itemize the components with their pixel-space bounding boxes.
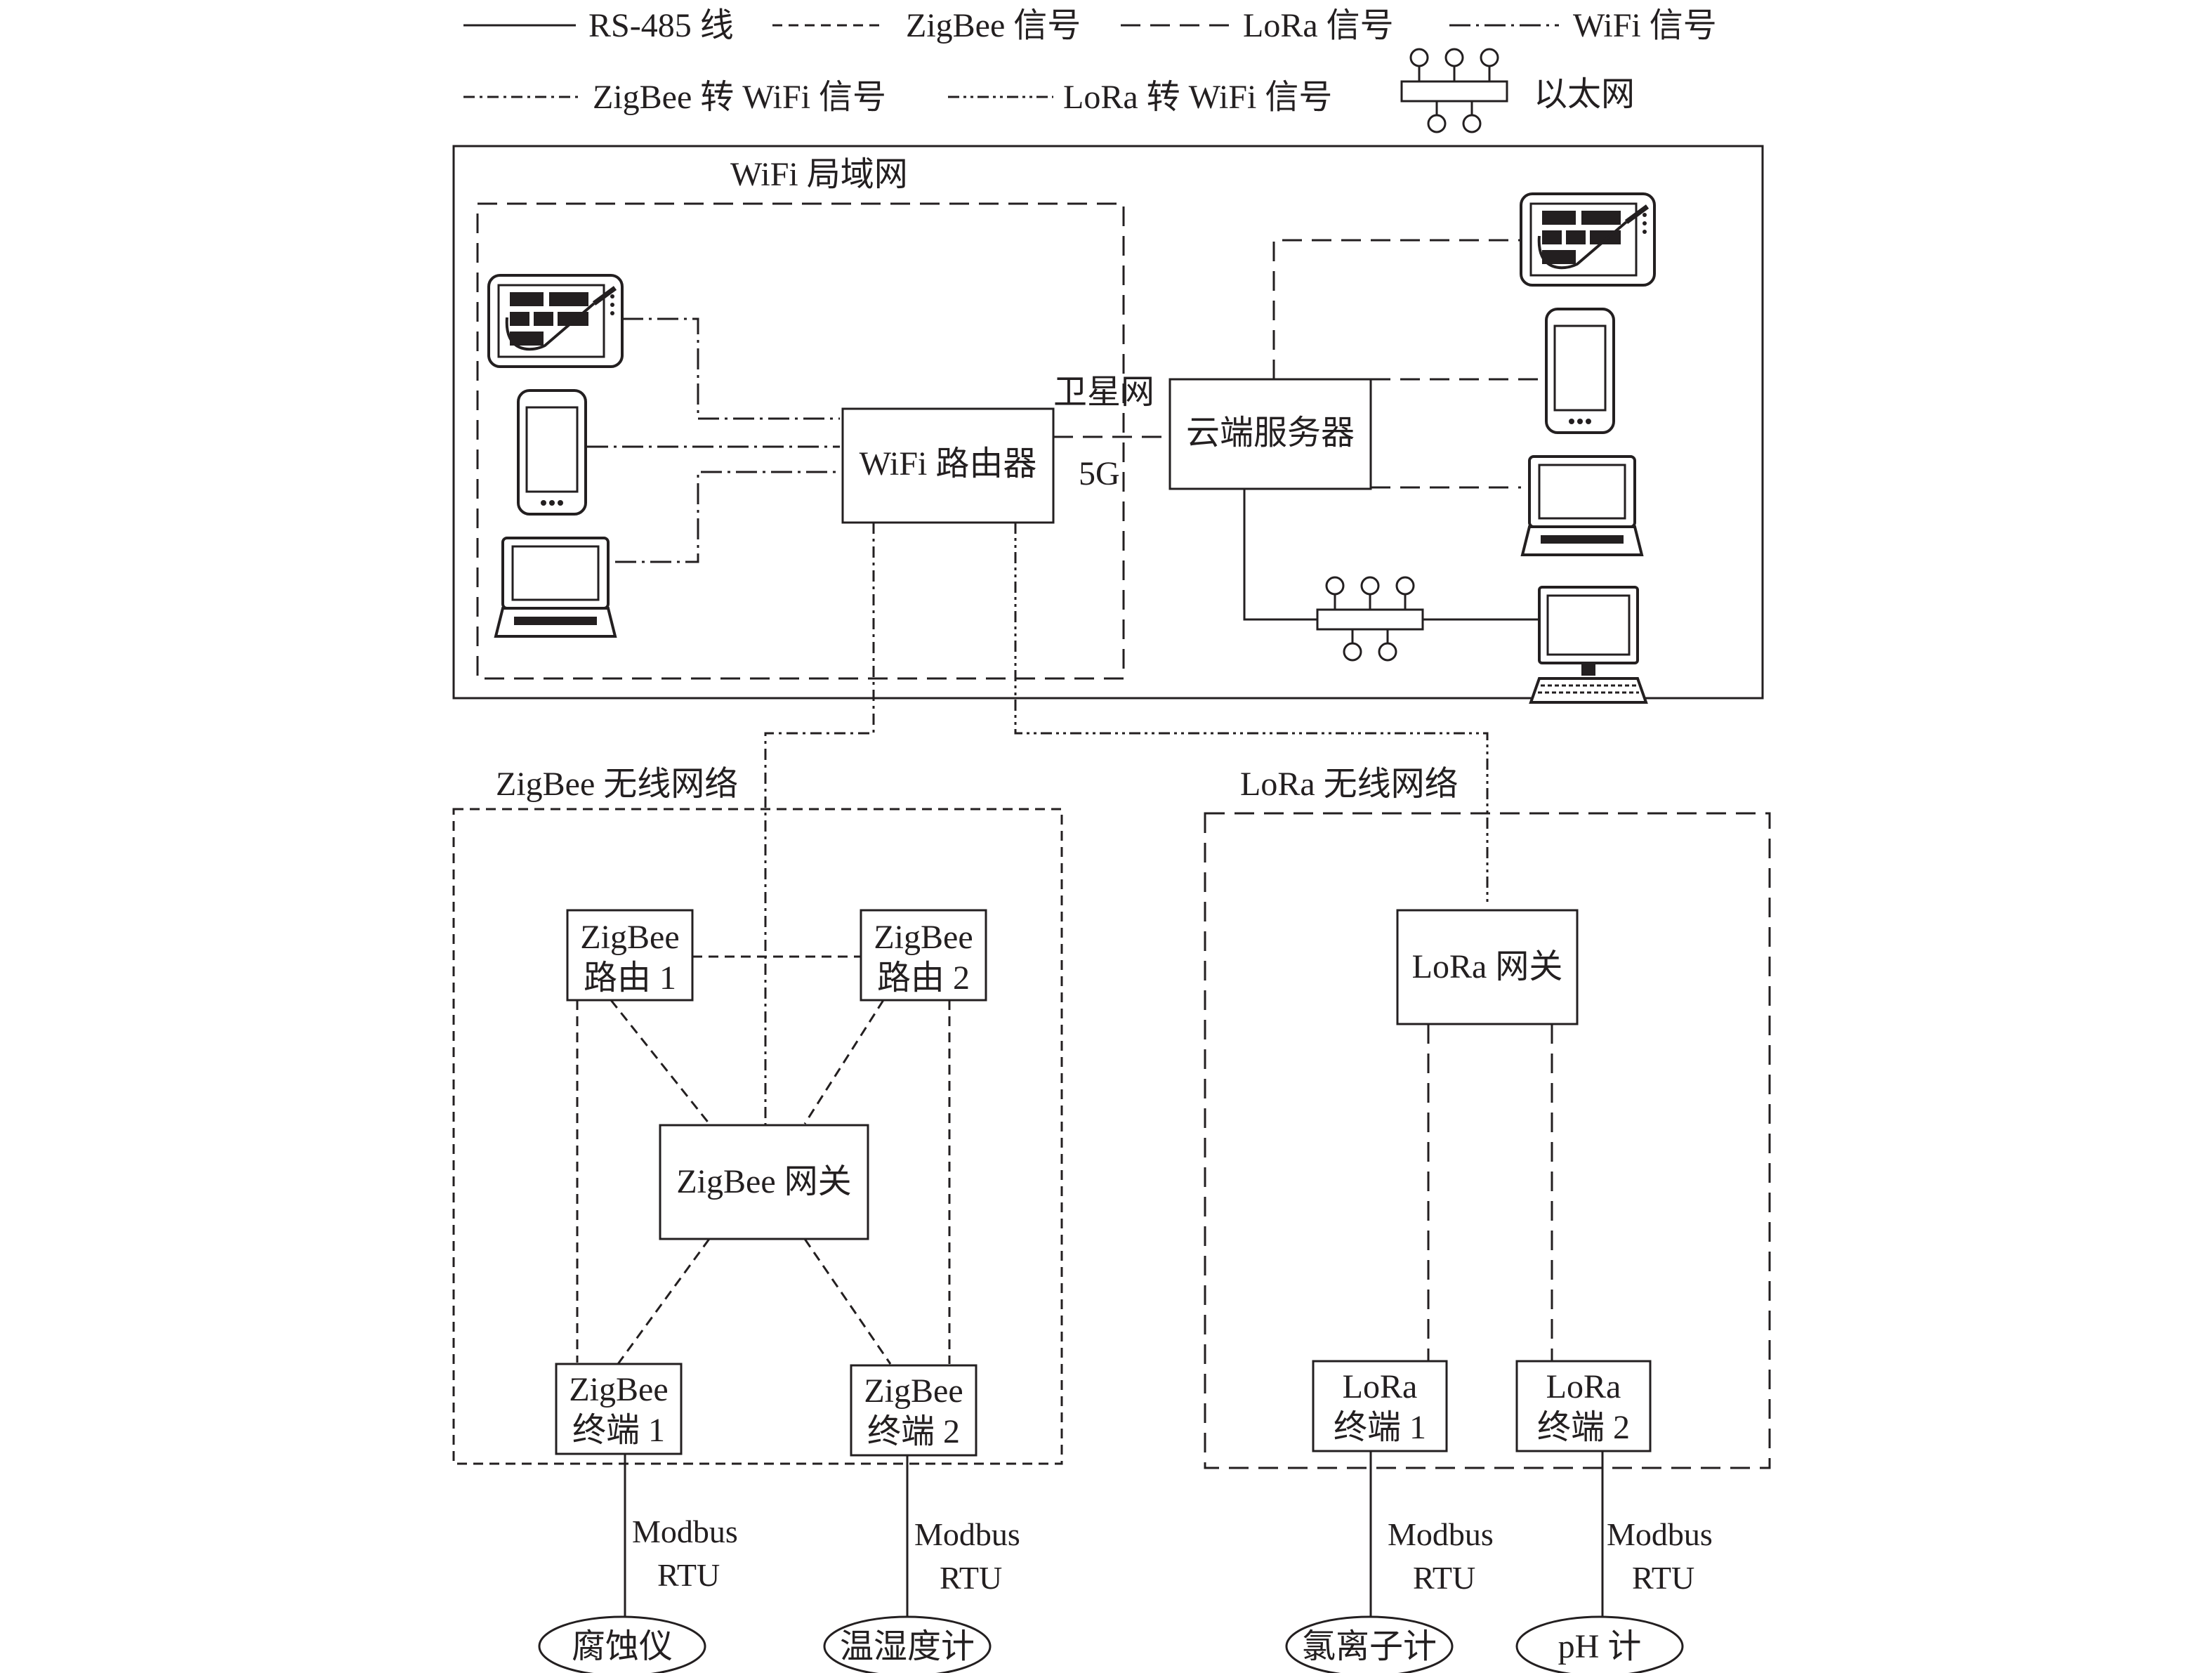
- lora-gateway-label: LoRa 网关: [1412, 948, 1563, 985]
- lora-terminal-2: [1515, 1360, 1652, 1452]
- modbus-label-1-line2: RTU: [657, 1557, 720, 1593]
- zigbee-to-wifi-link: [764, 523, 875, 1127]
- zigbee-router-2: [860, 909, 987, 1002]
- laptop-icon-right: [1521, 455, 1643, 556]
- modbus-label-1-line1: Modbus: [632, 1514, 738, 1549]
- sensor-temp-humidity-label: 温湿度计: [840, 1628, 975, 1665]
- zigbee-router-2-line2: 路由 2: [877, 959, 970, 997]
- smartphone-icon: [517, 389, 587, 516]
- modbus-label-4-line2: RTU: [1632, 1560, 1694, 1596]
- modbus-label-2-line1: Modbus: [914, 1516, 1020, 1552]
- laptop-icon: [494, 537, 617, 638]
- sensor-chloride-label: 氯离子计: [1302, 1628, 1437, 1665]
- zigbee-terminal-2-line1: ZigBee: [864, 1372, 963, 1410]
- modbus-label-4-line1: Modbus: [1607, 1516, 1713, 1552]
- legend: RS-485 线 ZigBee 信号 LoRa 信号 WiFi 信号 ZigBe…: [463, 7, 1717, 133]
- legend-rs485-label: RS-485 线: [588, 7, 734, 44]
- sensor-temp-humidity: [823, 1615, 992, 1673]
- ethernet-link-server: [1243, 489, 1317, 621]
- wifi-link-tablet: [622, 317, 840, 420]
- smartphone-icon-right: [1545, 308, 1615, 434]
- modbus-label-2-line2: RTU: [940, 1560, 1002, 1596]
- lora-network-boundary: [1204, 812, 1771, 1469]
- zigbee-router-1: [566, 909, 694, 1002]
- modbus-label-3-line2: RTU: [1413, 1560, 1475, 1596]
- sensor-corrosion-label: 腐蚀仪: [572, 1628, 673, 1665]
- lora-terminal-1: [1312, 1360, 1448, 1452]
- zigbee-gateway: [659, 1124, 869, 1240]
- desktop-monitor-icon: [1529, 586, 1647, 704]
- legend-zigbee-label: ZigBee 信号: [906, 7, 1081, 44]
- zigbee-terminal-2: [850, 1364, 977, 1457]
- sensor-ph: [1515, 1615, 1684, 1673]
- zigbee-gateway-terminal2-link: [803, 1238, 892, 1365]
- zigbee-terminal-2-line2: 终端 2: [867, 1413, 960, 1450]
- lora-terminal-1-line2: 终端 1: [1334, 1409, 1426, 1446]
- zigbee-terminal-1-line1: ZigBee: [569, 1371, 668, 1408]
- cloud-server-label: 云端服务器: [1186, 414, 1355, 452]
- lora-to-wifi-link: [1014, 523, 1489, 906]
- system-frame: [452, 145, 1764, 700]
- sensor-chloride: [1285, 1615, 1454, 1673]
- legend-ethernet-hub-icon: [1400, 48, 1508, 133]
- five-g-label: 5G: [1079, 455, 1120, 492]
- zigbee-network-boundary: [452, 808, 1063, 1465]
- legend-lora-wifi-label: LoRa 转 WiFi 信号: [1063, 79, 1332, 116]
- wifi-link-laptop: [615, 471, 840, 563]
- sensor-ph-label: pH 计: [1558, 1628, 1642, 1665]
- tablet-icon-right: [1521, 194, 1654, 285]
- zigbee-terminal-1-line2: 终端 1: [572, 1412, 665, 1449]
- zigbee-router2-gateway-link: [803, 999, 885, 1124]
- zigbee-gateway-label: ZigBee 网关: [676, 1163, 851, 1200]
- zigbee-gateway-terminal1-link: [617, 1238, 711, 1365]
- zigbee-router-1-line2: 路由 1: [584, 959, 676, 997]
- wifi-router-label: WiFi 路由器: [860, 445, 1037, 483]
- wifi-lan-title: WiFi 局域网: [730, 156, 908, 193]
- zigbee-router1-gateway-link: [610, 999, 711, 1124]
- legend-lora-label: LoRa 信号: [1243, 7, 1394, 44]
- legend-ethernet-label: 以太网: [1534, 76, 1635, 113]
- cloud-server: [1168, 378, 1372, 490]
- zigbee-router-1-line1: ZigBee: [580, 919, 679, 956]
- ethernet-hub-icon: [1316, 576, 1424, 662]
- wifi-router: [841, 407, 1055, 524]
- zigbee-router-2-line1: ZigBee: [874, 919, 973, 956]
- legend-wifi-label: WiFi 信号: [1573, 7, 1717, 44]
- lora-terminal-1-line1: LoRa: [1343, 1368, 1418, 1405]
- lora-network-title: LoRa 无线网络: [1240, 766, 1459, 803]
- lora-terminal-2-line1: LoRa: [1546, 1368, 1621, 1405]
- cloud-link-tablet: [1272, 239, 1520, 379]
- tablet-icon: [489, 275, 622, 367]
- zigbee-network-title: ZigBee 无线网络: [496, 766, 738, 803]
- sensor-corrosion-meter: [538, 1615, 706, 1673]
- satellite-label: 卫星网: [1053, 374, 1154, 411]
- legend-zigbee-wifi-label: ZigBee 转 WiFi 信号: [593, 79, 886, 116]
- zigbee-terminal-1: [555, 1363, 683, 1455]
- lora-terminal-2-line2: 终端 2: [1537, 1409, 1630, 1446]
- lora-gateway: [1396, 909, 1579, 1025]
- modbus-label-3-line1: Modbus: [1388, 1516, 1494, 1552]
